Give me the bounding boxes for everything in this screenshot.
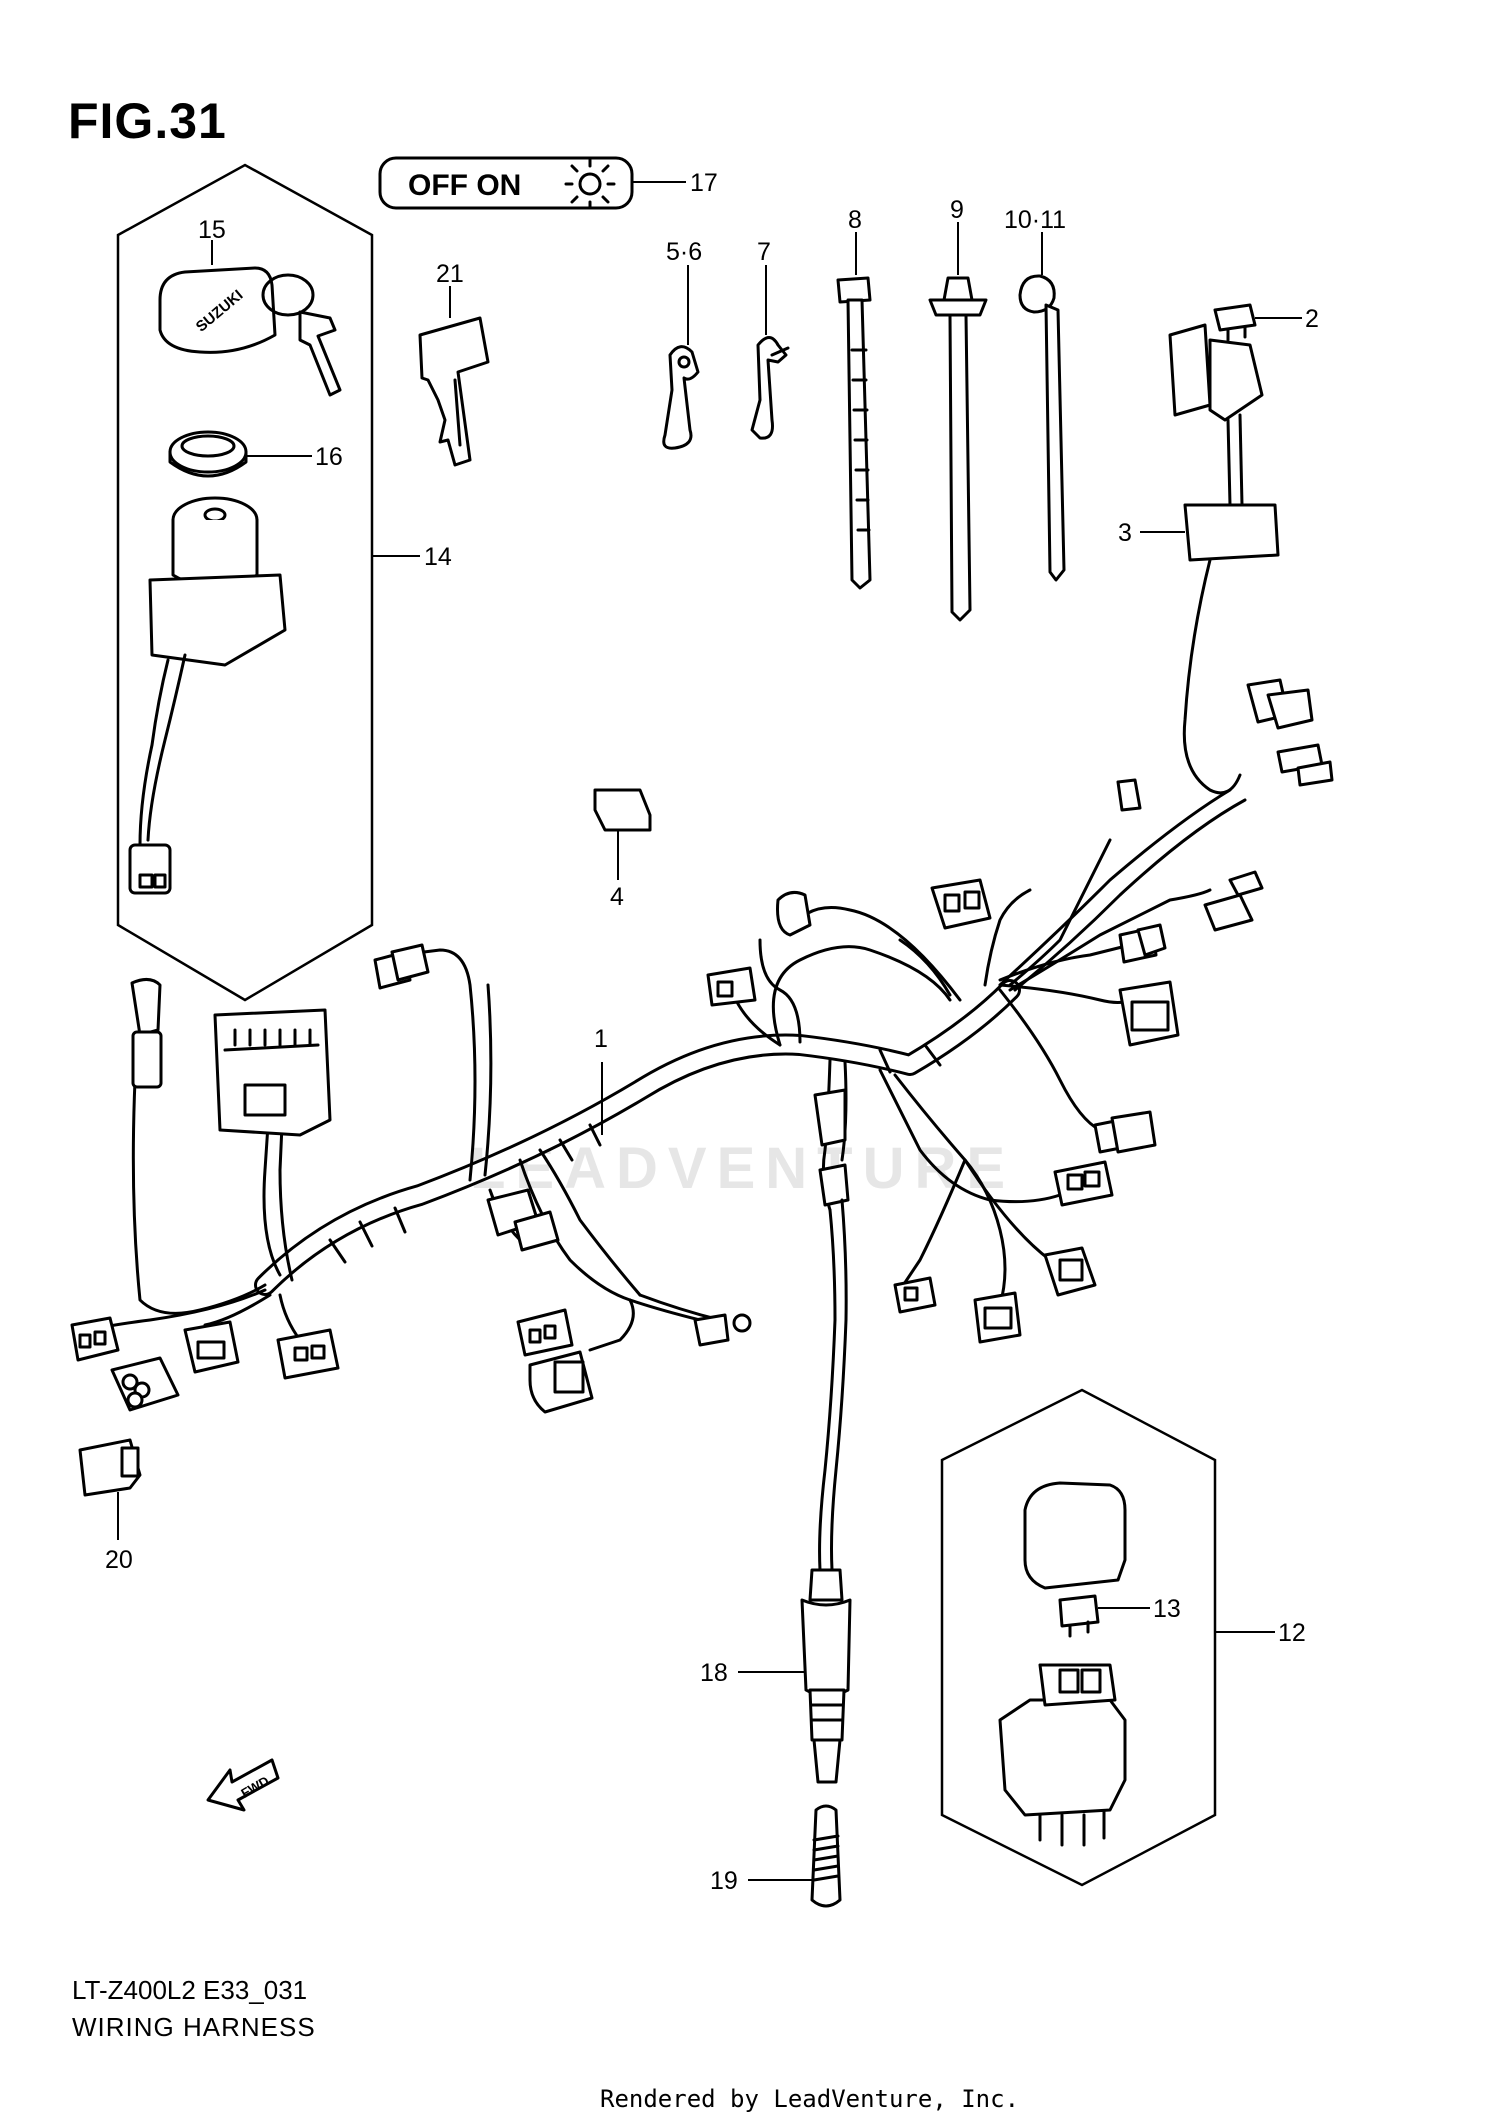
- headed-cable-tie: [1018, 274, 1066, 582]
- harness-connector: [893, 1276, 937, 1314]
- harness-connector: [110, 1356, 180, 1412]
- harness-connector: [813, 1088, 847, 1147]
- harness-connector: [516, 1308, 574, 1357]
- cable-tie: [836, 276, 872, 590]
- callout-9: 9: [950, 196, 964, 224]
- harness-connector: [1053, 1160, 1114, 1207]
- relay-cover: [1023, 1481, 1127, 1590]
- callout-15: 15: [198, 216, 226, 244]
- harness-connector: [130, 978, 163, 1089]
- ignition-switch: [128, 496, 287, 895]
- mini-fuse: [1213, 303, 1257, 342]
- harness-connector: [1246, 678, 1314, 730]
- fuse-holder: [1168, 323, 1280, 795]
- section-name: WIRING HARNESS: [72, 2012, 316, 2042]
- push-mount-tie: [928, 276, 988, 622]
- relay-block: [998, 1663, 1127, 1847]
- light-icon: [564, 158, 616, 210]
- harness-connector: [1118, 923, 1167, 964]
- callout-10-11: 10·11: [1004, 206, 1066, 234]
- harness-connector: [930, 878, 992, 930]
- harness-connector: [973, 1291, 1022, 1344]
- harness-connector: [486, 1188, 560, 1252]
- wire-clip: [750, 336, 790, 440]
- callout-2: 2: [1305, 305, 1319, 333]
- spare-connector: [78, 1438, 142, 1497]
- callout-17: 17: [690, 169, 718, 197]
- callout-20: 20: [105, 1546, 133, 1574]
- callout-16: 16: [315, 443, 343, 471]
- callout-13: 13: [1153, 1595, 1181, 1623]
- connector-cap: [593, 788, 652, 832]
- main-wiring-harness: [88, 788, 1247, 1352]
- ignition-switch-group-frame: [116, 163, 374, 1002]
- ecu-connector: [213, 1008, 332, 1137]
- harness-connector: [818, 1163, 850, 1207]
- relay-group-frame: [940, 1388, 1217, 1887]
- switch-label-text: OFF ON: [408, 169, 521, 202]
- harness-connector: [1093, 1110, 1157, 1154]
- callout-12: 12: [1278, 1619, 1306, 1647]
- harness-connector: [706, 966, 757, 1007]
- harness-connector: [183, 1320, 240, 1374]
- harness-connector: [1043, 1246, 1097, 1297]
- forward-arrow-icon: FWD: [206, 1758, 280, 1812]
- callout-19: 19: [710, 1867, 738, 1895]
- callout-18: 18: [700, 1659, 728, 1687]
- callout-1: 1: [594, 1025, 608, 1053]
- harness-connector: [70, 1316, 120, 1362]
- harness-connector: [776, 890, 812, 937]
- relay-fuse: [1058, 1594, 1100, 1638]
- model-code: LT-Z400L2 E33_031: [72, 1975, 308, 2005]
- callout-4: 4: [610, 883, 624, 911]
- figure-title: FIG.31: [68, 93, 227, 149]
- harness-connector: [373, 943, 430, 990]
- harness-connector: [1116, 778, 1142, 812]
- ring-nut: [168, 430, 248, 478]
- switch-label-plate: OFF ON: [378, 156, 634, 210]
- watermark: LEADVENTURE: [470, 1136, 1016, 1201]
- harness-connector: [276, 1328, 340, 1380]
- key-cap: SUZUKI: [158, 266, 342, 397]
- harness-connector: [1118, 980, 1180, 1047]
- harness-connector: [1203, 870, 1264, 932]
- harness-connector: [528, 1350, 594, 1414]
- callout-7: 7: [757, 238, 771, 266]
- oxygen-sensor: [800, 1198, 852, 1784]
- callout-3: 3: [1118, 519, 1132, 547]
- render-credit: Rendered by LeadVenture, Inc.: [600, 2085, 1020, 2113]
- callout-5-6: 5·6: [666, 238, 702, 266]
- callout-8: 8: [848, 206, 862, 234]
- clamp-bracket: [662, 345, 700, 450]
- callout-14: 14: [424, 543, 452, 571]
- ground-terminal: [693, 1313, 752, 1347]
- harness-connector: [1276, 743, 1334, 787]
- callout-21: 21: [436, 260, 464, 288]
- sensor-thread-tube: [810, 1804, 842, 1908]
- blank-key: [418, 316, 490, 467]
